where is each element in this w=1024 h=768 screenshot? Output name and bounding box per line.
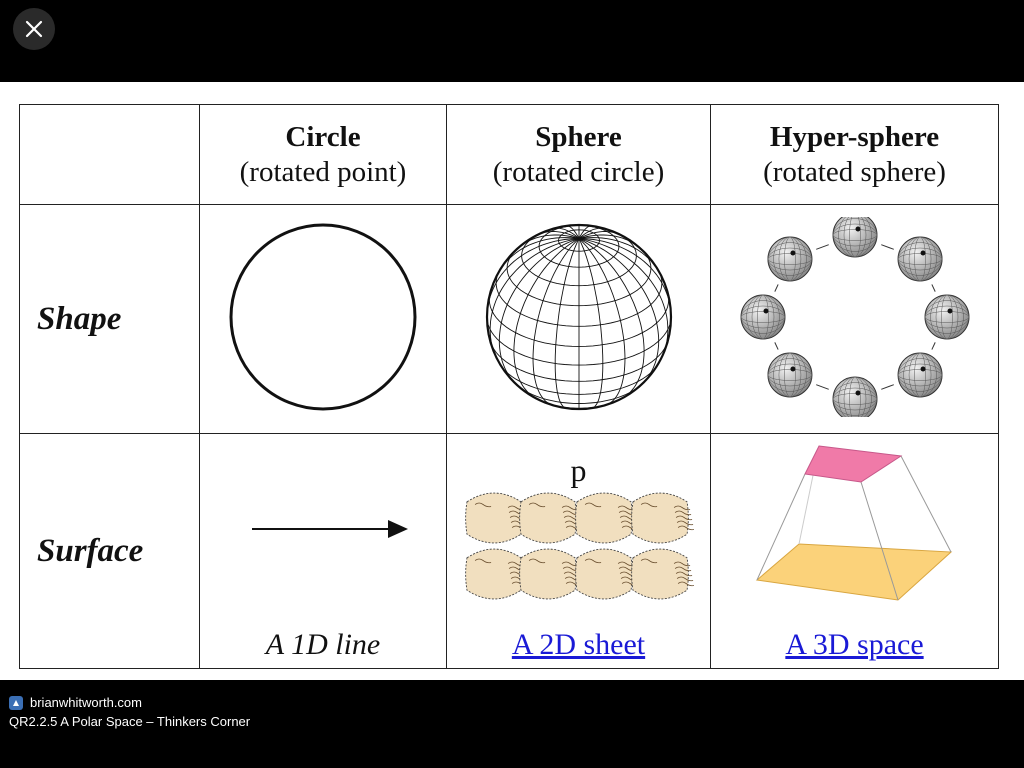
sphere-shape-cell xyxy=(446,204,711,434)
wireframe-sphere-figure xyxy=(485,223,672,410)
close-icon xyxy=(25,20,43,38)
column-subtitle: (rotated circle) xyxy=(492,155,665,188)
circle-surface-cell: A 1D line xyxy=(199,433,447,669)
hypersphere-surface-cell: A 3D space xyxy=(710,433,999,669)
viewer-footer: brianwhitworth.com QR2.2.5 A Polar Space… xyxy=(0,680,1024,768)
comparison-table: Circle (rotated point) Sphere (rotated c… xyxy=(19,104,999,669)
column-header-circle: Circle (rotated point) xyxy=(199,104,447,205)
column-title: Hyper-sphere xyxy=(769,120,940,153)
surface-row: Surface A 1D line p A 2D sheet xyxy=(19,433,999,669)
frustum-3d-space-figure xyxy=(755,445,953,601)
row-label-surface: Surface xyxy=(19,433,200,669)
line-arrow-figure xyxy=(252,520,408,538)
circle-figure xyxy=(229,223,417,410)
caption-1d-line: A 1D line xyxy=(265,628,381,661)
page-title: QR2.2.5 A Polar Space – Thinkers Corner xyxy=(9,714,251,729)
ring-of-spheres-figure xyxy=(740,212,969,421)
source-domain: brianwhitworth.com xyxy=(30,695,142,710)
link-3d-space[interactable]: A 3D space xyxy=(785,628,924,661)
row-label-shape: Shape xyxy=(19,204,200,434)
hypersphere-shape-cell xyxy=(710,204,999,434)
unfolded-sphere-map-figure xyxy=(465,492,694,600)
p-label: p xyxy=(570,452,587,488)
source-link[interactable]: brianwhitworth.com xyxy=(9,695,142,710)
column-subtitle: (rotated point) xyxy=(239,155,407,188)
column-header-sphere: Sphere (rotated circle) xyxy=(446,104,711,205)
close-button[interactable] xyxy=(13,8,55,50)
sphere-surface-cell: p A 2D sheet xyxy=(446,433,711,669)
empty-header-cell xyxy=(19,104,200,205)
circle-shape-cell xyxy=(199,204,447,434)
viewer-top-bar xyxy=(0,0,1024,82)
column-title: Sphere xyxy=(535,120,622,153)
site-favicon-icon xyxy=(9,695,23,710)
link-2d-sheet[interactable]: A 2D sheet xyxy=(511,628,646,661)
image-content: Circle (rotated point) Sphere (rotated c… xyxy=(0,82,1024,680)
column-subtitle: (rotated sphere) xyxy=(763,155,946,188)
header-row: Circle (rotated point) Sphere (rotated c… xyxy=(19,104,999,205)
shape-row: Shape xyxy=(19,204,999,434)
column-header-hypersphere: Hyper-sphere (rotated sphere) xyxy=(710,104,999,205)
column-title: Circle xyxy=(285,120,361,153)
